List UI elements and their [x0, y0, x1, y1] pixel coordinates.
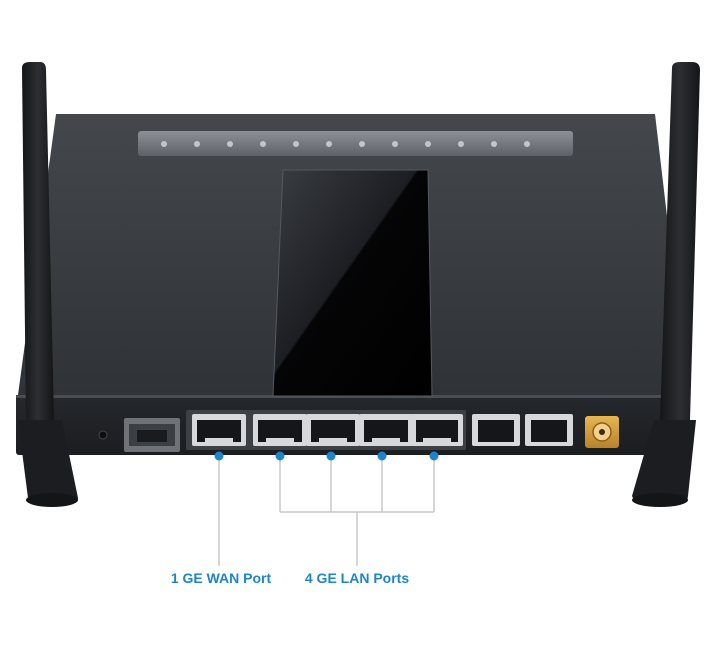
- led-icon: [161, 141, 167, 147]
- power-jack: [585, 416, 619, 448]
- wan-port-callout-label: 1 GE WAN Port: [170, 570, 272, 586]
- led-icon: [392, 141, 398, 147]
- lan-dot-3: [377, 451, 387, 461]
- status-led-strip: [138, 131, 573, 156]
- led-icon: [326, 141, 332, 147]
- led-icon: [524, 141, 530, 147]
- lan-dot-1: [275, 451, 285, 461]
- led-icon: [425, 141, 431, 147]
- led-icon: [491, 141, 497, 147]
- ethernet-port-group: [186, 410, 466, 450]
- glossy-panel: [272, 169, 433, 397]
- lan-port-2: [306, 414, 360, 446]
- phone-port-2: [525, 414, 573, 446]
- lan-dot-4: [429, 451, 439, 461]
- callout-dots: [214, 451, 439, 461]
- wan-port: [192, 414, 246, 446]
- reset-hole: [98, 430, 108, 440]
- lan-port-4: [411, 414, 463, 446]
- led-icon: [194, 141, 200, 147]
- callout-lines: [218, 456, 435, 566]
- right-antenna: [632, 62, 700, 507]
- lan-port-1: [253, 414, 307, 446]
- led-icon: [458, 141, 464, 147]
- lan-port-3: [359, 414, 413, 446]
- lan-dot-2: [326, 451, 336, 461]
- led-icon: [260, 141, 266, 147]
- lan-ports-callout-label: 4 GE LAN Ports: [304, 570, 410, 586]
- led-icon: [227, 141, 233, 147]
- led-icon: [293, 141, 299, 147]
- led-icon: [359, 141, 365, 147]
- left-antenna: [18, 62, 78, 507]
- wan-dot: [214, 451, 224, 461]
- phone-port-1: [472, 414, 520, 446]
- sfp-port: [124, 418, 180, 452]
